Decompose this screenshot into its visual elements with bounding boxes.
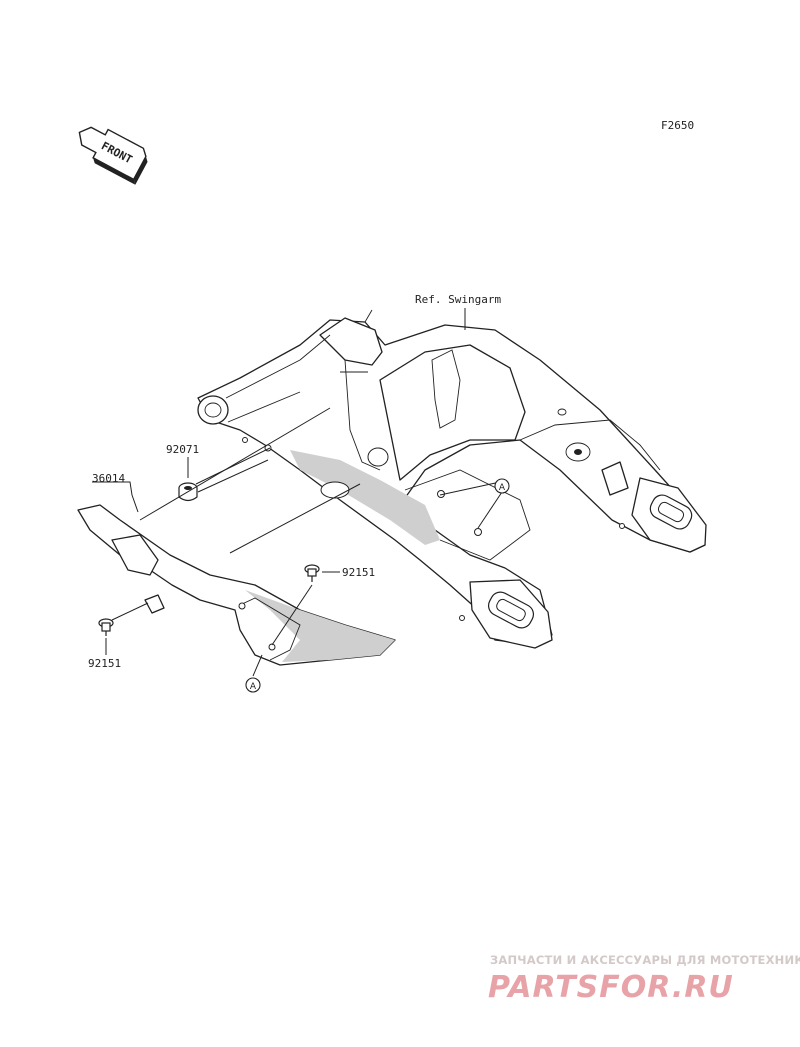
ref-swingarm-label: Ref. Swingarm — [415, 293, 501, 306]
marker-a-upper: A — [494, 478, 510, 494]
bolt-92151-upper — [304, 564, 320, 582]
part-number-92071: 92071 — [166, 443, 199, 456]
leader-lines — [92, 407, 503, 677]
marker-a-upper-letter: A — [499, 483, 506, 493]
chain-guard-36014 — [77, 504, 396, 666]
figure-code: F2650 — [661, 119, 694, 132]
marker-a-lower: A — [245, 677, 261, 693]
front-arrow-icon: FRONT — [78, 126, 148, 185]
swingarm-illustration — [197, 309, 707, 649]
watermark-logo: PARTSFOR.RU — [488, 970, 734, 1005]
grommet-92071 — [178, 482, 198, 502]
part-number-92151-upper: 92151 — [342, 566, 375, 579]
part-number-36014: 36014 — [92, 472, 125, 485]
part-number-92151-lower: 92151 — [88, 657, 121, 670]
marker-a-lower-letter: A — [250, 682, 257, 692]
watermark-tagline: ЗАПЧАСТИ И АКСЕССУАРЫ ДЛЯ МОТОТЕХНИКИ — [490, 953, 800, 967]
bolt-92151-lower — [98, 618, 114, 636]
